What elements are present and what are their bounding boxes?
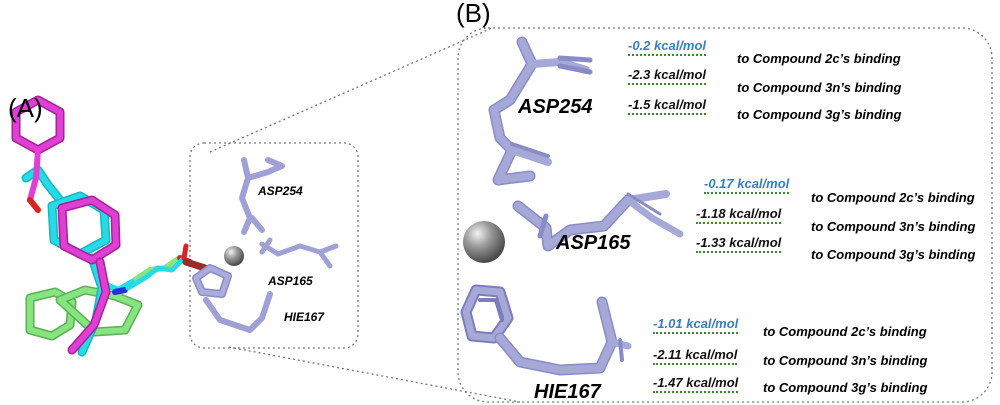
small-label-asp254: ASP254 [258, 184, 303, 198]
target-asp165-3n: to Compound 3n’s binding [811, 219, 976, 234]
ligand-cyan [21, 165, 135, 357]
target-hie167-2c: to Compound 2c’s binding [763, 324, 927, 339]
target-asp254-3g: to Compound 3g’s binding [737, 107, 902, 122]
ligand-magenta [11, 95, 121, 355]
energy-asp165-3g: -1.33 kcal/mol [696, 235, 782, 253]
residue-asp254 [488, 36, 593, 186]
zoom-line-top [209, 27, 493, 153]
energy-asp165-3n: -1.18 kcal/mol [696, 206, 782, 224]
residue-label-hie167: HIE167 [534, 381, 601, 403]
energy-asp254-3n: -2.3 kcal/mol [628, 67, 707, 85]
energy-asp165-2c: -0.17 kcal/mol [704, 176, 790, 194]
residue-hie167 [460, 284, 632, 376]
target-hie167-3g: to Compound 3g’s binding [763, 380, 928, 395]
energy-asp254-2c: -0.2 kcal/mol [628, 38, 707, 56]
target-asp165-3g: to Compound 3g’s binding [811, 247, 976, 262]
small-residue-asp254 [239, 157, 285, 235]
small-residue-asp165 [259, 237, 339, 269]
target-asp254-2c: to Compound 2c’s binding [737, 51, 901, 66]
small-zoom-box [189, 142, 359, 349]
small-residue-hie167 [192, 264, 273, 333]
target-asp165-2c: to Compound 2c’s binding [811, 190, 975, 205]
small-label-asp165: ASP165 [268, 274, 313, 288]
zoom-line-bottom [228, 346, 521, 403]
energy-hie167-2c: -1.01 kcal/mol [653, 316, 739, 334]
energy-hie167-3g: -1.47 kcal/mol [653, 375, 739, 393]
energy-asp254-3g: -1.5 kcal/mol [628, 97, 707, 115]
panel-a-label: (A) [8, 93, 43, 123]
metal-ion [463, 221, 505, 263]
large-zoom-box [457, 27, 993, 403]
energy-hie167-3n: -2.11 kcal/mol [653, 347, 738, 365]
metal-ion-small [224, 246, 244, 266]
panel-b-label: (B) [456, 0, 491, 28]
residue-asp165 [512, 190, 684, 252]
target-asp254-3n: to Compound 3n’s binding [737, 80, 902, 95]
ligand-linker [125, 243, 209, 291]
residue-label-asp165: ASP165 [556, 232, 631, 254]
residue-label-asp254: ASP254 [518, 96, 593, 118]
target-hie167-3n: to Compound 3n’s binding [763, 353, 928, 368]
small-label-hie167: HIE167 [284, 310, 325, 324]
